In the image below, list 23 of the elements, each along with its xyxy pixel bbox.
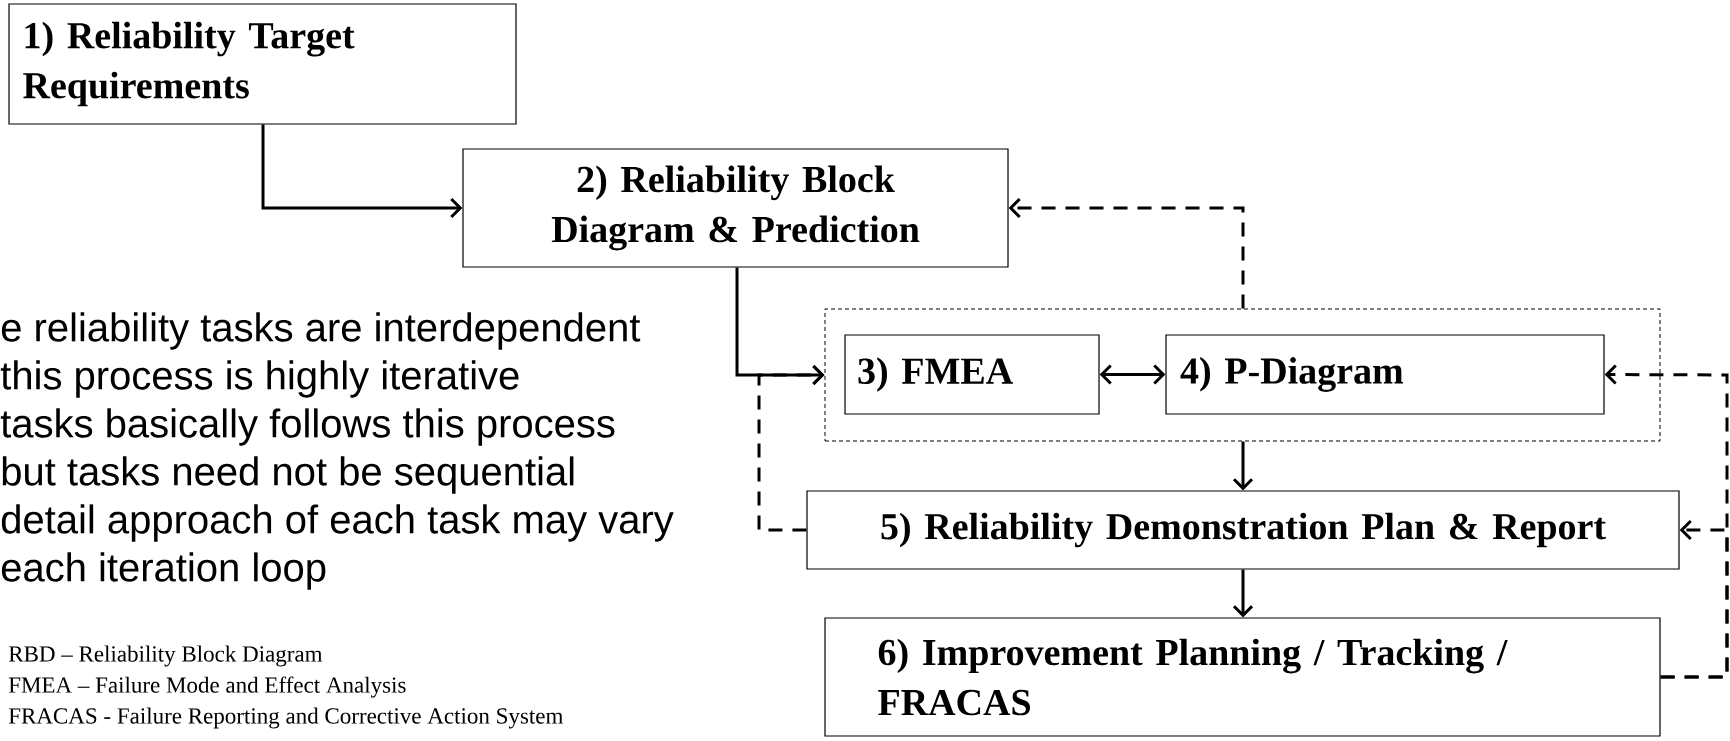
dotted-group-box <box>824 308 1661 442</box>
abbreviation-text: RBD – Reliability Block Diagram <box>8 645 323 667</box>
note-text: this process is highly iterative <box>0 360 519 398</box>
note-text: each iteration loop <box>1 552 326 590</box>
dashed-arrow <box>757 364 825 532</box>
arrow <box>1232 569 1254 618</box>
abbreviation-text: FRACAS - Failure Reporting and Corrective Action System <box>8 707 563 729</box>
process-box: 5) Reliability Demonstration Plan & Report <box>806 490 1680 570</box>
dashed-arrow <box>1008 197 1245 309</box>
process-box: 2) Reliability Block Diagram & Prediction <box>462 148 1009 268</box>
arrow <box>1232 441 1254 491</box>
dashed-arrow <box>1660 519 1729 679</box>
note-text: but tasks need not be sequential <box>2 456 574 494</box>
process-box: 4) P-Diagram <box>1165 334 1605 415</box>
abbreviation-text: FMEA – Failure Mode and Effect Analysis <box>8 676 406 698</box>
note-text: detail approach of each task may vary <box>1 504 674 542</box>
arrow <box>1099 364 1166 385</box>
process-box: 3) FMEA <box>844 334 1100 415</box>
arrow <box>261 124 463 219</box>
note-text: tasks basically follows this process <box>0 408 615 446</box>
note-text: e reliability tasks are interdependent <box>1 312 641 350</box>
process-box: 1) Reliability Target Requirements <box>8 3 517 125</box>
process-box: 6) Improvement Planning / Tracking / FRACAS <box>824 617 1661 737</box>
